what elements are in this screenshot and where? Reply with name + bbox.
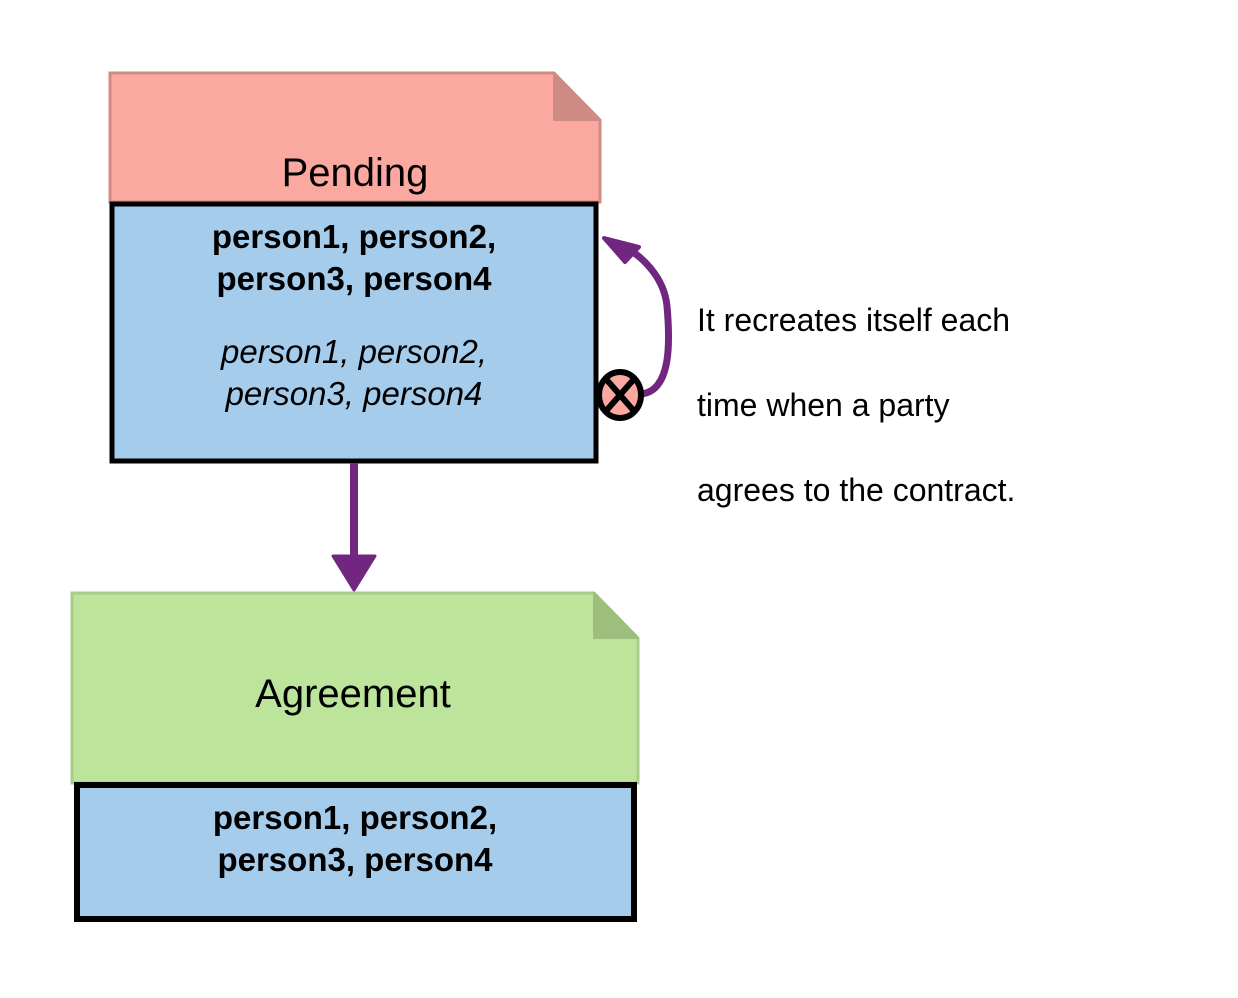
- self-loop-connector[interactable]: [596, 236, 673, 421]
- annotation-line-1: It recreates itself each: [697, 301, 1011, 338]
- pending-note-title: Pending: [281, 151, 429, 195]
- pending-participants-committed: person1, person2, person3, person4: [118, 216, 590, 299]
- agreement-note-body: [74, 782, 637, 922]
- pending-note[interactable]: [108, 71, 602, 464]
- agreement-participants: person1, person2, person3, person4: [80, 797, 630, 880]
- pending-pending-line-2: person3, person4: [225, 374, 483, 412]
- pending-note-header: [108, 71, 602, 204]
- pending-committed-line-1: person1, person2,: [211, 218, 497, 255]
- pending-committed-line-2: person3, person4: [216, 259, 492, 297]
- self-loop-annotation: It recreates itself each time when a par…: [697, 256, 1147, 554]
- agreement-participants-line-1: person1, person2,: [212, 799, 498, 836]
- self-loop-arrowhead: [602, 236, 641, 264]
- annotation-line-2: time when a party: [697, 386, 950, 423]
- agreement-note-corner-fold: [593, 592, 639, 639]
- pending-pending-line-1: person1, person2,: [220, 333, 487, 370]
- agreement-note[interactable]: [70, 591, 640, 922]
- agreement-note-header: [70, 591, 640, 785]
- annotation-line-3: agrees to the contract.: [697, 471, 1016, 508]
- pending-note-body: [109, 201, 599, 464]
- agreement-note-title: Agreement: [255, 672, 451, 716]
- self-loop-curve: [618, 242, 673, 398]
- agreement-participants-line-2: person3, person4: [217, 840, 493, 878]
- transition-arrow[interactable]: [331, 463, 377, 592]
- transition-arrow-head: [331, 554, 377, 592]
- pending-participants-pending: person1, person2, person3, person4: [118, 331, 590, 414]
- pending-note-corner-fold: [553, 72, 601, 121]
- circle-x-icon: [596, 369, 644, 421]
